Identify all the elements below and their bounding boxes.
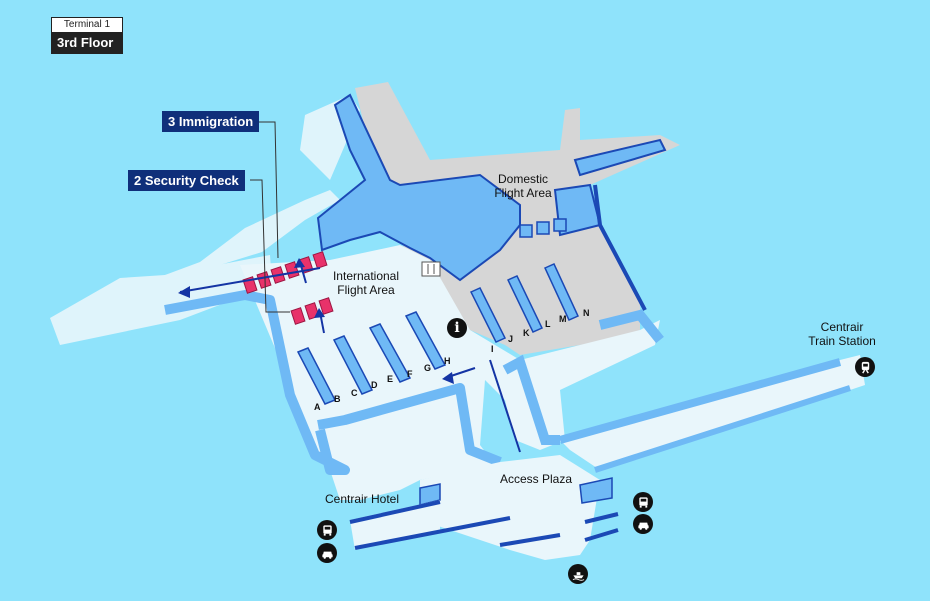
elevator-icon bbox=[421, 261, 441, 277]
gate-label: N bbox=[583, 308, 590, 318]
gate-label: M bbox=[559, 314, 567, 324]
access-plaza-floor bbox=[420, 455, 600, 560]
domestic-line-2: Flight Area bbox=[494, 186, 552, 200]
gate-label: G bbox=[424, 363, 432, 373]
bus-icon[interactable] bbox=[317, 520, 337, 540]
train-line-2: Train Station bbox=[808, 334, 876, 348]
floor-badge: Terminal 1 3rd Floor bbox=[51, 17, 123, 54]
gate-label: C bbox=[351, 388, 358, 398]
taxi-icon[interactable] bbox=[633, 514, 653, 534]
hotel-label: Centrair Hotel bbox=[324, 492, 400, 506]
international-hall bbox=[316, 93, 521, 282]
bus-icon[interactable] bbox=[633, 492, 653, 512]
train-icon[interactable] bbox=[855, 357, 875, 377]
gate-label: K bbox=[523, 328, 530, 338]
floor-label: 3rd Floor bbox=[52, 33, 122, 53]
gate-label: A bbox=[314, 402, 321, 412]
immigration-callout: 3 Immigration bbox=[162, 111, 260, 132]
train-pier bbox=[560, 355, 865, 470]
gate-label: D bbox=[371, 380, 378, 390]
domestic-area-label: Domestic Flight Area bbox=[494, 172, 551, 200]
train-line-1: Centrair bbox=[820, 320, 864, 334]
security-booths bbox=[242, 251, 334, 325]
taxi-icon[interactable] bbox=[317, 543, 337, 563]
gate-piers bbox=[296, 263, 579, 405]
gate-label: F bbox=[407, 369, 413, 379]
access-plaza-label: Access Plaza bbox=[499, 472, 573, 486]
info-icon[interactable]: i bbox=[447, 318, 467, 338]
terminal-label: Terminal 1 bbox=[52, 18, 122, 33]
domestic-line-1: Domestic bbox=[497, 172, 548, 186]
train-station-label: Centrair Train Station bbox=[808, 320, 876, 348]
passenger-route bbox=[179, 261, 521, 453]
ship-icon[interactable] bbox=[568, 564, 588, 584]
gate-label: H bbox=[444, 356, 451, 366]
international-line-2: Flight Area bbox=[337, 283, 395, 297]
gate-label: I bbox=[491, 344, 494, 354]
international-line-1: International bbox=[332, 269, 400, 283]
gate-label: J bbox=[508, 334, 514, 344]
security-callout: 2 Security Check bbox=[128, 170, 245, 191]
gate-label: E bbox=[387, 374, 394, 384]
international-area-label: International Flight Area bbox=[333, 269, 399, 297]
terminal-wall bbox=[164, 290, 350, 475]
gate-label: B bbox=[334, 394, 341, 404]
gate-label: L bbox=[545, 319, 551, 329]
